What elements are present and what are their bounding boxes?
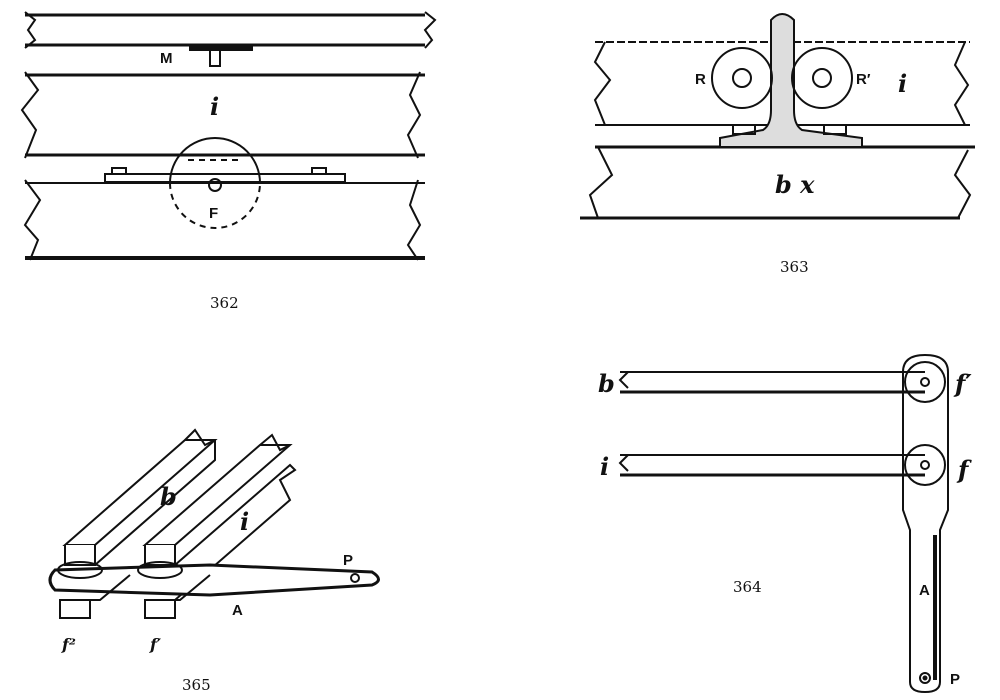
label-r-prime: R′ [856, 71, 871, 88]
label-i: i [240, 507, 249, 536]
roller-r [711, 47, 773, 109]
figure-number: 364 [733, 578, 762, 596]
label-f: f [956, 455, 972, 484]
label-f-prime: f′ [149, 635, 162, 654]
figure-362: M i F 362 [20, 11, 437, 312]
label-f: F [209, 205, 218, 222]
label-m: M [160, 50, 173, 67]
pivot-hole [208, 178, 222, 192]
bar-b [62, 428, 218, 566]
label-f2: f² [61, 635, 76, 654]
label-a: A [919, 582, 930, 599]
label-r: R [695, 71, 706, 88]
rail [719, 13, 863, 148]
figure-number: 365 [182, 676, 211, 694]
top-beam [24, 11, 437, 49]
label-f-prime: f′ [953, 369, 972, 398]
link-a [902, 353, 949, 694]
lower-beam [23, 137, 425, 261]
label-i: i [600, 452, 609, 481]
label-i: i [210, 92, 219, 121]
label-p: P [950, 671, 960, 688]
arm-a [48, 563, 380, 597]
label-p: P [343, 552, 353, 569]
roller-r-prime [791, 47, 853, 109]
beam-i [20, 71, 425, 159]
bracket-m [189, 44, 253, 67]
label-a: A [232, 602, 243, 619]
figure-365: b i P A f² f′ 365 [48, 428, 380, 694]
figure-number: 363 [780, 258, 809, 276]
label-b: b [160, 482, 177, 511]
label-b: b [598, 369, 615, 398]
bar-b [618, 371, 925, 394]
bar-i [142, 433, 297, 601]
label-i: i [898, 69, 907, 98]
figure-363: R R′ i b x 363 [580, 13, 975, 276]
label-bx: b x [775, 170, 815, 199]
figure-364: b f′ i f A P 364 [598, 353, 972, 694]
bar-i [618, 454, 925, 477]
figure-number: 362 [210, 294, 239, 312]
